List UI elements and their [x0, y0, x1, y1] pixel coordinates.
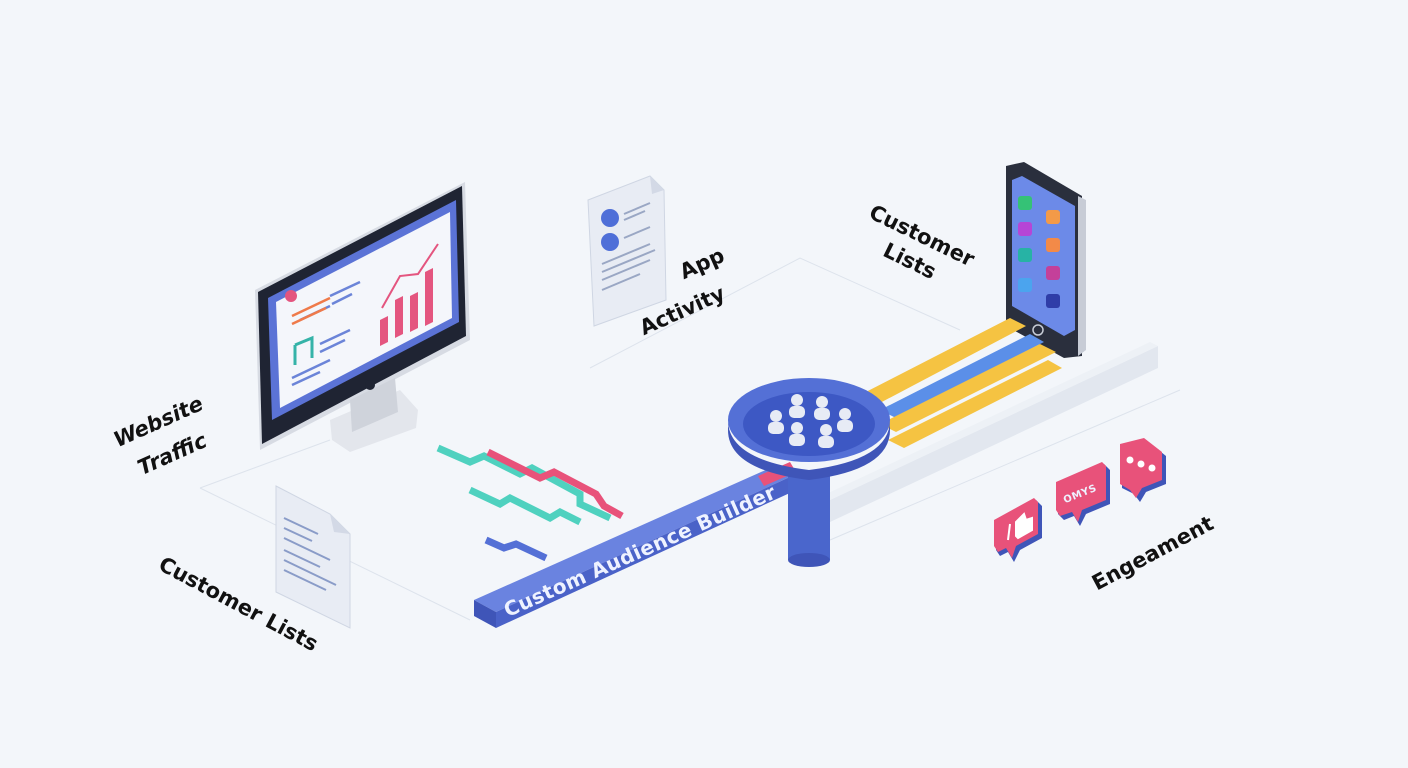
rail-platform [822, 342, 1158, 522]
like-bubble-icon [994, 498, 1042, 562]
smartphone-icon [1006, 162, 1086, 358]
customer-list-document-icon [275, 485, 351, 629]
engagement-bubbles [994, 438, 1166, 562]
app-activity-document-icon [587, 175, 667, 327]
audience-funnel-icon [728, 378, 890, 567]
phone-data-streams [860, 318, 1062, 448]
left-data-streams [436, 444, 624, 562]
desktop-monitor-icon [255, 182, 470, 452]
ellipsis-bubble-icon [1120, 438, 1166, 502]
people-group-icon [768, 394, 853, 448]
text-bubble-icon [1056, 462, 1110, 526]
